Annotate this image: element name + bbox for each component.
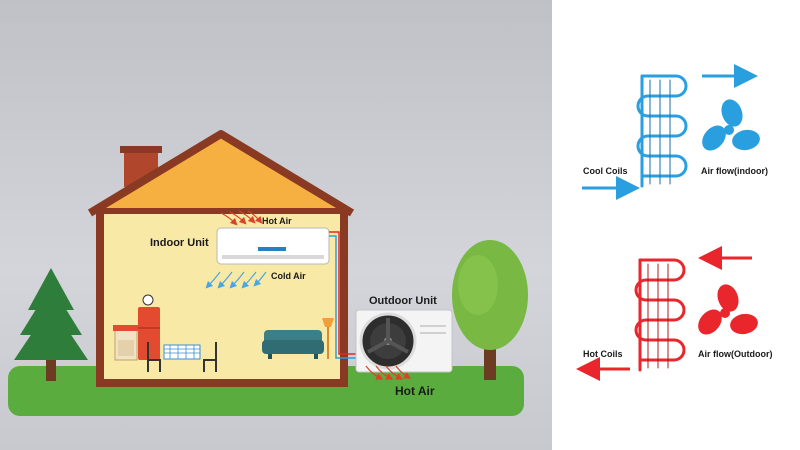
round-tree [452, 240, 528, 380]
outdoor-unit-label: Outdoor Unit [369, 295, 437, 307]
hot-air-arrows-indoor [220, 210, 263, 226]
hot-air-arrows-outdoor [365, 365, 412, 380]
cool-coils-label: Cool Coils [583, 166, 628, 176]
hot-coils-label: Hot Coils [583, 349, 623, 359]
air-flow-outdoor-label: Air flow(Outdoor) [698, 349, 772, 359]
refrigerant-pipes [329, 231, 357, 359]
outdoor-ac-unit [355, 309, 453, 373]
cool-coils [636, 74, 688, 188]
cold-air-label: Cold Air [271, 271, 306, 281]
indoor-unit-label: Indoor Unit [150, 237, 209, 249]
hot-air-label-indoor: Hot Air [262, 216, 292, 226]
cold-air-arrows [205, 271, 267, 289]
indoor-ac-unit [216, 227, 330, 265]
sofa-and-lamp [262, 318, 334, 359]
kitchen-furniture [113, 294, 217, 372]
pine-tree [14, 268, 88, 381]
hot-coils [634, 258, 686, 372]
air-flow-indoor-label: Air flow(indoor) [701, 166, 768, 176]
fan-icon-outdoor [698, 284, 758, 335]
fan-icon-indoor [702, 99, 760, 151]
hot-air-label-outdoor: Hot Air [395, 384, 435, 398]
